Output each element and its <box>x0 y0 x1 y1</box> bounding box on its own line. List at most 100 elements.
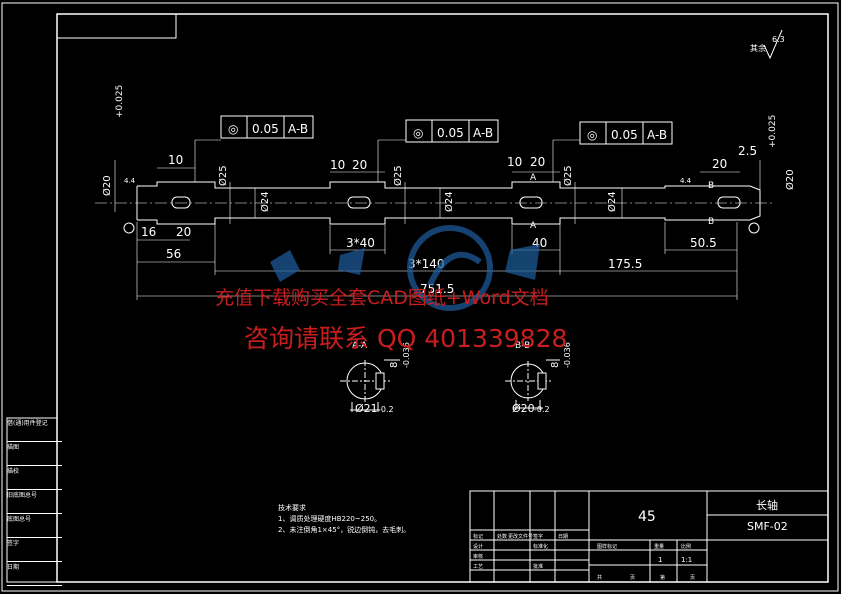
section-b-key: 8 <box>550 362 561 368</box>
dia-24-c: Ø24 <box>606 191 618 212</box>
section-mark-b-bottom: B <box>708 217 714 227</box>
tol-frame-3-datum: A-B <box>647 128 667 142</box>
tol-frame-1-symbol: ◎ <box>228 122 238 136</box>
note-1: 1、调质处理硬度HB220~250。 <box>278 515 382 523</box>
left-col-0: 借(通)用件登记 <box>7 418 62 442</box>
tol-frame-1-datum: A-B <box>288 122 308 136</box>
tb-label-13: 共 <box>597 574 602 581</box>
tol-frame-2-datum: A-B <box>473 126 493 140</box>
left-col-2: 描校 <box>7 466 62 490</box>
note-2: 2、未注倒角1×45°，锐边倒钝，去毛刺。 <box>278 526 411 534</box>
left-column-frame <box>6 417 58 583</box>
section-b-key-tol: -0.036 <box>563 342 572 368</box>
dim-10c: 10 <box>507 155 522 169</box>
watermark-line-1: 充值下载购买全套CAD图纸+Word文档 <box>215 287 549 309</box>
roughness-symbol <box>763 29 783 60</box>
inner-frame <box>56 13 829 583</box>
tb-label-12: 比例 <box>681 543 691 550</box>
section-a-view <box>340 359 400 412</box>
dim-20b: 20 <box>530 155 545 169</box>
tb-label-6: 标准化 <box>533 543 548 550</box>
dim-751-5: 751.5 <box>420 282 454 296</box>
tb-label-4: 日期 <box>558 534 568 540</box>
tb-label-1: 处数 <box>497 533 507 540</box>
logo-watermark <box>407 225 493 311</box>
dimension-lines <box>114 139 761 300</box>
dia-25-b: Ø25 <box>392 165 404 186</box>
dia-25-c: Ø25 <box>562 165 574 186</box>
section-a-dia: Ø21 <box>355 402 378 415</box>
section-a-tol: -0.2 <box>378 405 394 414</box>
dim-2-5: 2.5 <box>738 144 757 158</box>
chamfer-left: 4.4 <box>124 177 136 185</box>
tb-label-2: 更改文件号 <box>508 533 533 540</box>
left-col-4: 底图总号 <box>7 514 62 538</box>
tb-label-14: 页 <box>630 575 635 581</box>
surface-finish-value: 6.3 <box>772 35 785 44</box>
section-mark-b-top: B <box>708 181 714 191</box>
tb-label-9: 批准 <box>533 563 543 570</box>
dia-24-b: Ø24 <box>443 191 455 212</box>
logo-watermark-chars <box>270 244 540 282</box>
technical-notes: 技术要求 1、调质处理硬度HB220~250。 2、未注倒角1×45°，锐边倒钝… <box>278 503 410 536</box>
dia-20-right: Ø20 <box>784 169 796 190</box>
chamfer-right: 4.4 <box>680 177 692 185</box>
corner-box <box>56 13 177 39</box>
section-mark-a-bottom: A <box>530 221 537 231</box>
section-a-label: A-A <box>352 341 368 351</box>
left-col-6: 日期 <box>7 562 62 586</box>
tol-frame-2-value: 0.05 <box>437 126 464 140</box>
section-b-tol: -0.2 <box>534 405 550 414</box>
tb-label-0: 标记 <box>473 533 483 540</box>
tol-frame-3-symbol: ◎ <box>587 128 597 142</box>
tb-label-8: 工艺 <box>473 564 483 570</box>
dim-10b: 10 <box>330 158 345 172</box>
dia-20-left: Ø20 <box>101 175 113 196</box>
dim-20a: 20 <box>352 158 367 172</box>
section-b-view <box>505 359 560 410</box>
section-a-key-tol: -0.036 <box>402 342 411 368</box>
dia-24-a: Ø24 <box>259 191 271 212</box>
surface-finish-label: 其余 <box>750 43 766 53</box>
dimension-texts: 10 10 20 10 20 20 2.5 16 20 56 3*40 40 5… <box>101 85 796 296</box>
left-col-1: 描图 <box>7 442 62 466</box>
left-column: 借(通)用件登记 描图 描校 旧底图总号 底图总号 签字 日期 <box>7 418 62 586</box>
tb-label-11: 重量 <box>654 543 664 550</box>
dim-20c: 20 <box>712 157 727 171</box>
scale-value: 1:1 <box>681 556 692 564</box>
section-b-label: B-B <box>515 341 530 351</box>
quantity-value: 1 <box>658 556 662 564</box>
tolerance-frames <box>220 115 673 145</box>
dim-16: 16 <box>141 225 156 239</box>
tb-label-16: 页 <box>690 575 695 581</box>
left-col-5: 签字 <box>7 538 62 562</box>
tb-label-15: 第 <box>660 574 665 581</box>
dim-10a: 10 <box>168 153 183 167</box>
part-code: SMF-02 <box>747 520 788 533</box>
tol-frame-2-symbol: ◎ <box>413 126 423 140</box>
notes-title: 技术要求 <box>278 504 306 512</box>
tb-label-7: 审核 <box>473 553 483 560</box>
tol-frame-3-value: 0.05 <box>611 128 638 142</box>
datum-a-marker <box>123 222 135 234</box>
dia-25-a: Ø25 <box>217 165 229 186</box>
dim-56: 56 <box>166 247 181 261</box>
datum-b-marker <box>748 222 760 234</box>
dim-3x140: 3*140 <box>408 257 445 271</box>
material: 45 <box>638 509 656 525</box>
section-a-key: 8 <box>389 362 400 368</box>
tol-up-left: +0.025 <box>115 85 125 118</box>
title-block-lines <box>469 490 829 583</box>
tol-up-right: +0.025 <box>768 115 778 148</box>
tb-label-3: 签字 <box>533 533 543 540</box>
dim-3x40: 3*40 <box>346 236 375 250</box>
section-mark-a-top: A <box>530 173 537 183</box>
dim-175-5: 175.5 <box>608 257 642 271</box>
dim-20d: 20 <box>176 225 191 239</box>
tb-label-10: 图样标记 <box>597 543 617 550</box>
watermark-line-2: 咨询请联系 QQ 401339828 <box>244 324 568 353</box>
tb-label-5: 设计 <box>473 543 483 550</box>
part-name: 长轴 <box>756 498 778 512</box>
